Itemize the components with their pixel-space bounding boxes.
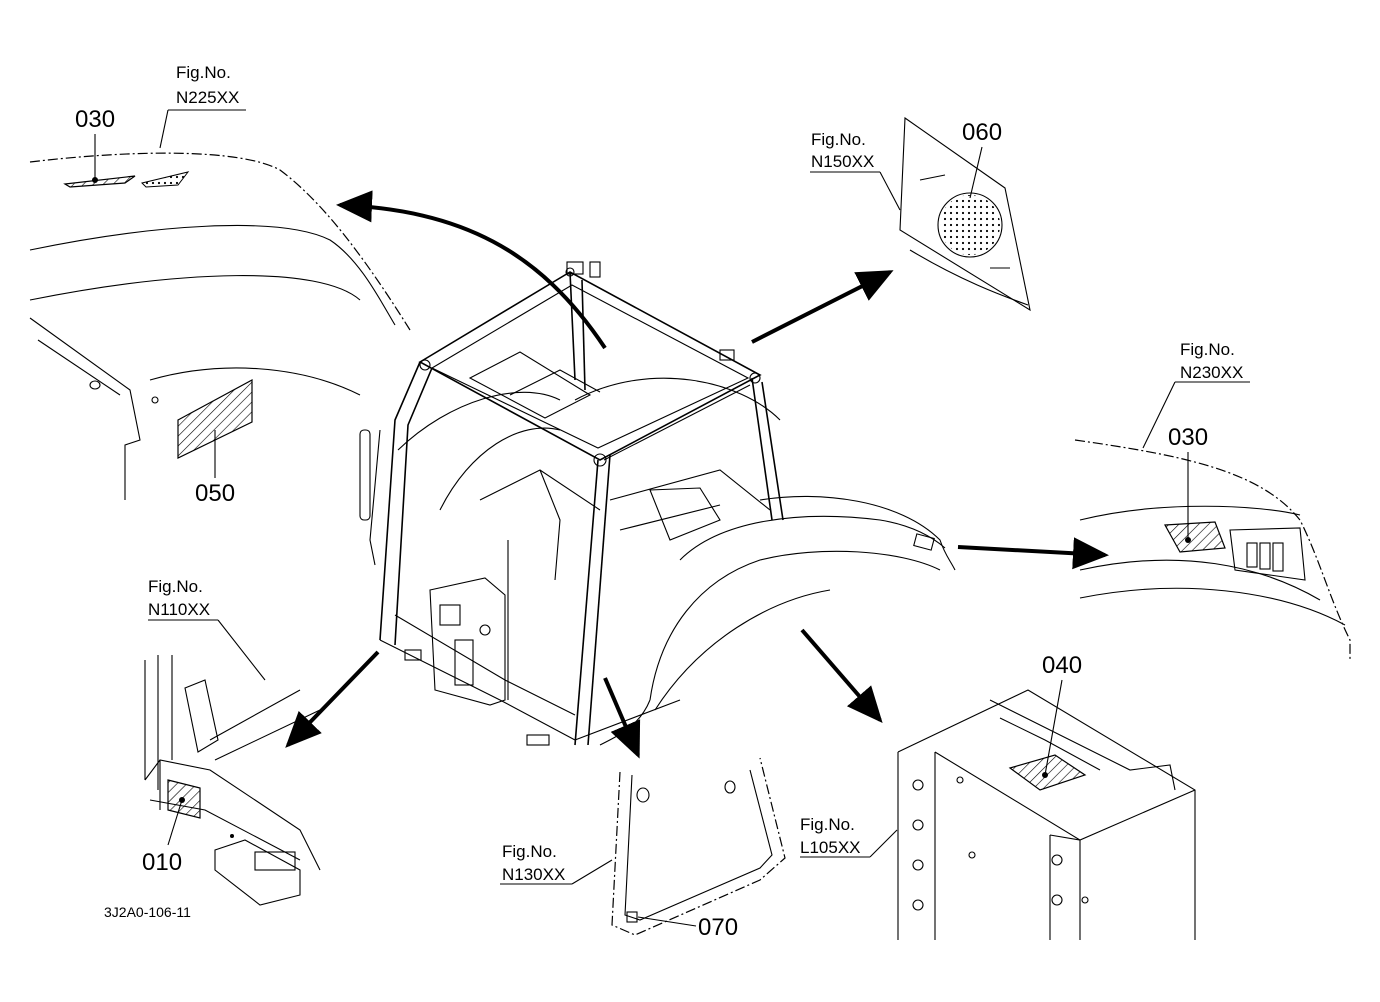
callout-l105: Fig.No. L105XX 040 (800, 652, 1082, 858)
fig-label: Fig.No. (176, 63, 231, 82)
fig-label: Fig.No. (800, 815, 855, 834)
part-number: 010 (142, 849, 182, 876)
callout-n110: Fig.No. N110XX 010 (142, 577, 266, 876)
callout-n150: Fig.No. N150XX 060 (810, 119, 1002, 211)
fig-code: L105XX (800, 838, 861, 857)
cab-frame-illustration (359, 261, 956, 746)
arrow-to-box (800, 628, 883, 724)
fig-code: N130XX (502, 865, 565, 884)
arrow-to-side-panel (751, 270, 894, 344)
part-050-decal-shape (177, 378, 253, 459)
arrow-to-frame (285, 650, 380, 748)
part-number: 060 (962, 119, 1002, 146)
box-assembly-illustration (897, 689, 1196, 940)
part-030-decal-shape (1164, 521, 1226, 553)
arrow-to-glass (603, 677, 641, 759)
fender-illustration (1074, 439, 1351, 660)
part-040-decal-shape (1008, 754, 1087, 791)
fig-code: N150XX (811, 152, 874, 171)
part-number: 050 (195, 480, 235, 507)
callout-n225: Fig.No. N225XX 030 050 (75, 63, 246, 507)
fig-label: Fig.No. (148, 577, 203, 596)
arrow-to-fender (957, 537, 1109, 570)
roof-panel-illustration (29, 152, 411, 500)
fig-label: Fig.No. (811, 130, 866, 149)
callout-n230: Fig.No. N230XX 030 (1142, 340, 1250, 543)
part-number: 040 (1042, 652, 1082, 679)
arrow-to-roof (336, 190, 607, 350)
glass-panel-illustration (611, 757, 786, 936)
drawing-code: 3J2A0-106-11 (104, 904, 191, 920)
part-number: 070 (698, 914, 738, 941)
part-number: 030 (1168, 424, 1208, 451)
fig-code: N225XX (176, 88, 239, 107)
fig-code: N230XX (1180, 363, 1243, 382)
frame-detail-illustration (144, 655, 321, 906)
side-panel-illustration (899, 116, 1031, 312)
fig-label: Fig.No. (1180, 340, 1235, 359)
fig-code: N110XX (148, 600, 210, 619)
part-number: 030 (75, 106, 115, 133)
fig-label: Fig.No. (502, 842, 557, 861)
part-030-decal-shape (63, 175, 136, 188)
callout-n130: Fig.No. N130XX 070 (500, 842, 738, 941)
